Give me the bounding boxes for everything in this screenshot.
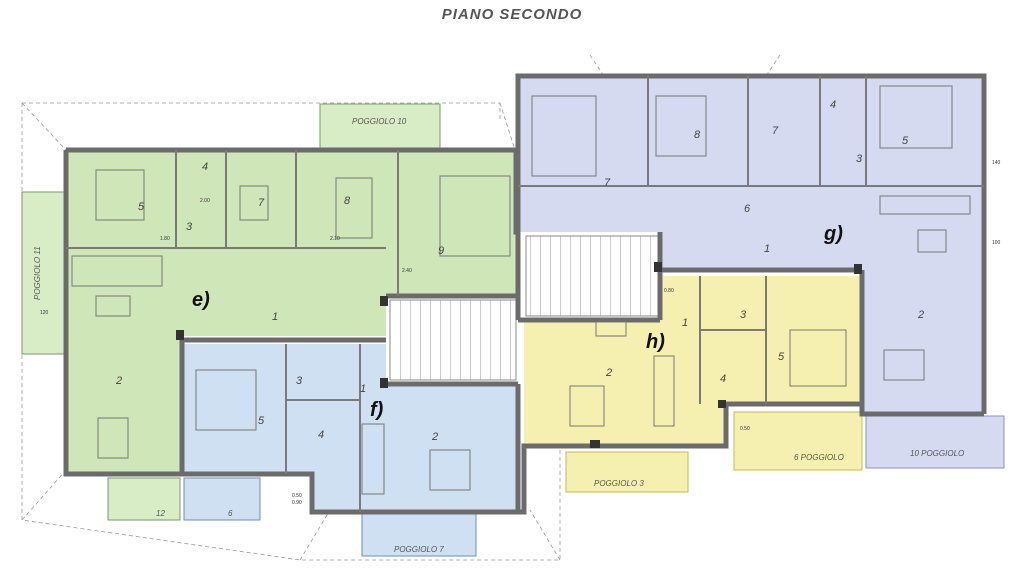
room-e-3: 3 <box>186 221 193 233</box>
interior-walls <box>66 76 984 512</box>
room-f-2: 2 <box>431 431 438 443</box>
balcony-6-left <box>183 477 261 521</box>
unit-label-g: g) <box>823 223 843 245</box>
room-f-5: 5 <box>258 415 265 427</box>
dim-8: 100 <box>992 240 1001 246</box>
balcony-label-12: 12 <box>156 509 165 518</box>
room-e-8: 8 <box>344 195 351 207</box>
dim-4: 2.40 <box>402 268 412 274</box>
dim-2: 2.00 <box>200 198 210 204</box>
dim-5: 0.80 <box>664 288 674 294</box>
dim-10: 0.90 <box>292 500 302 506</box>
balcony-3 <box>565 451 689 493</box>
room-f-3: 3 <box>296 375 303 387</box>
dim-1: 1.80 <box>160 236 170 242</box>
room-h-5: 5 <box>778 351 785 363</box>
room-h-4: 4 <box>720 373 726 385</box>
balcony-label-10-right: 10 POGGIOLO <box>910 449 964 458</box>
balcony-label-10-top: POGGIOLO 10 <box>352 117 407 126</box>
room-f-4: 4 <box>318 429 324 441</box>
dim-11: 0.50 <box>740 426 750 432</box>
stairwell-upper <box>525 235 659 317</box>
unit-label-h: h) <box>646 331 665 353</box>
room-g-7a: 7 <box>604 177 611 189</box>
balcony-11 <box>21 191 67 355</box>
room-e-9: 9 <box>438 245 444 257</box>
balcony-12 <box>107 477 181 521</box>
room-g-7: 7 <box>772 125 779 137</box>
balconies <box>21 103 1005 557</box>
balcony-label-7: POGGIOLO 7 <box>394 545 444 554</box>
room-h-3: 3 <box>740 309 747 321</box>
dim-6: 120 <box>40 310 49 316</box>
balcony-10-right <box>865 415 1005 469</box>
dim-9: 0.50 <box>292 493 302 499</box>
stairwell-lower <box>389 299 517 381</box>
dim-7: 140 <box>992 160 1001 166</box>
room-e-4: 4 <box>202 161 208 173</box>
room-g-8: 8 <box>694 129 701 141</box>
exterior-walls <box>63 73 987 515</box>
unit-g-area <box>518 76 984 414</box>
balcony-10-top <box>319 103 441 151</box>
room-g-5: 5 <box>902 135 909 147</box>
unit-e-area <box>66 150 516 474</box>
balcony-label-11: POGGIOLO 11 <box>33 246 42 300</box>
room-g-4: 4 <box>830 99 836 111</box>
room-e-2: 2 <box>115 375 122 387</box>
room-g-6: 6 <box>744 203 751 215</box>
room-f-1: 1 <box>360 383 366 395</box>
furniture <box>71 85 971 495</box>
unit-label-e: e) <box>192 289 210 311</box>
balcony-label-6-left: 6 <box>228 509 233 518</box>
room-h-2: 2 <box>605 367 612 379</box>
column-markers <box>176 262 862 448</box>
room-e-1: 1 <box>272 311 278 323</box>
room-g-1: 1 <box>764 243 770 255</box>
room-g-2: 2 <box>917 309 924 321</box>
room-e-5: 5 <box>138 201 145 213</box>
balcony-label-3: POGGIOLO 3 <box>594 479 644 488</box>
dim-3: 2.10 <box>330 236 340 242</box>
balcony-7 <box>361 511 477 557</box>
room-g-3: 3 <box>856 153 863 165</box>
balcony-6-right <box>733 411 863 471</box>
room-e-7: 7 <box>258 197 265 209</box>
balcony-label-6-right: 6 POGGIOLO <box>794 453 844 462</box>
room-h-1: 1 <box>682 317 688 329</box>
unit-label-f: f) <box>370 399 384 421</box>
plan-title: PIANO SECONDO <box>441 6 583 23</box>
